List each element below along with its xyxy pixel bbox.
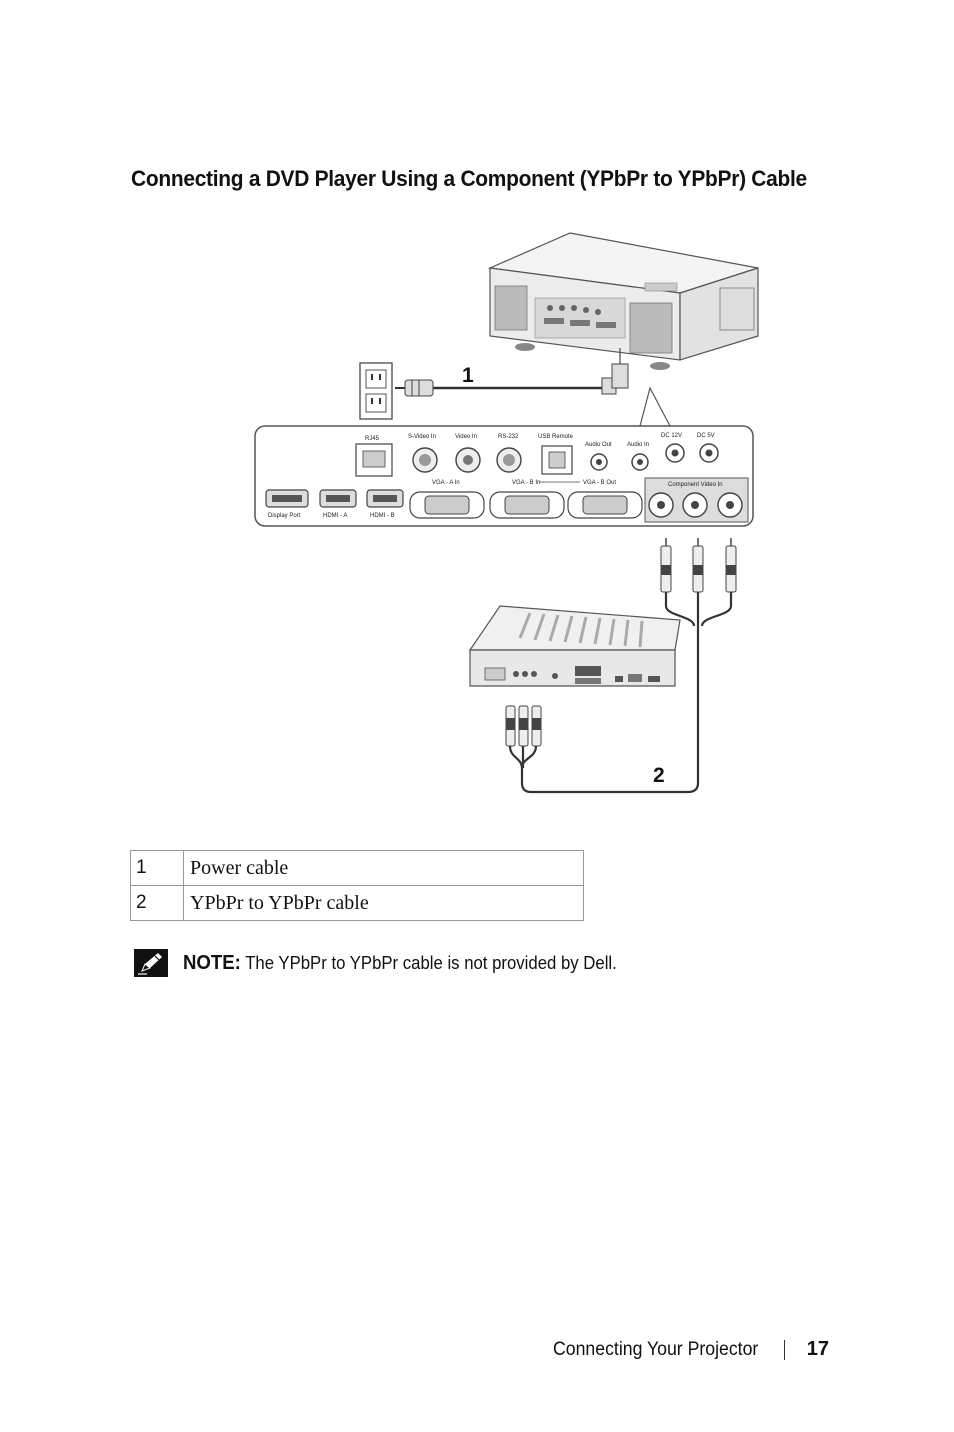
table-row: 1 Power cable	[130, 850, 584, 886]
callout-description: YPbPr to YPbPr cable	[183, 885, 584, 921]
callout-1-label: 1	[462, 364, 474, 387]
svg-text:RS-232: RS-232	[498, 434, 519, 440]
svg-text:DC 12V: DC 12V	[661, 433, 682, 439]
svg-text:Audio Out: Audio Out	[585, 442, 612, 448]
callout-number: 1	[130, 850, 184, 886]
callout-2-label: 2	[653, 764, 665, 787]
note-block: NOTE: The YPbPr to YPbPr cable is not pr…	[133, 948, 649, 978]
svg-text:Component Video In: Component Video In	[668, 482, 723, 488]
callout-description: Power cable	[183, 850, 584, 886]
callout-table: 1 Power cable 2 YPbPr to YPbPr cable	[130, 850, 584, 921]
svg-text:HDMI - A: HDMI - A	[323, 513, 347, 519]
note-text: The YPbPr to YPbPr cable is not provided…	[240, 952, 617, 973]
table-row: 2 YPbPr to YPbPr cable	[130, 885, 584, 921]
component-plugs-bottom	[505, 705, 542, 747]
svg-text:VGA - B In: VGA - B In	[512, 480, 540, 486]
svg-text:VGA - B Out: VGA - B Out	[583, 480, 616, 486]
page-footer: Connecting Your Projector 17	[553, 1338, 829, 1361]
callout-number: 2	[130, 885, 184, 921]
footer-divider	[783, 1339, 785, 1360]
svg-text:DC 5V: DC 5V	[697, 433, 715, 439]
dvd-player-illustration	[468, 605, 681, 687]
page-number: 17	[806, 1338, 830, 1360]
component-plugs-top	[660, 538, 737, 593]
svg-text:USB Remote: USB Remote	[538, 434, 574, 440]
svg-text:Display Port: Display Port	[268, 513, 301, 519]
footer-section-title: Connecting Your Projector	[553, 1338, 759, 1360]
projector-illustration	[487, 232, 759, 370]
component-cable	[508, 592, 733, 794]
svg-text:Video In: Video In	[455, 434, 477, 440]
wall-outlet	[359, 362, 393, 420]
svg-text:Audio In: Audio In	[627, 442, 649, 448]
svg-text:VGA - A In: VGA - A In	[432, 480, 460, 486]
svg-text:HDMI - B: HDMI - B	[370, 513, 395, 519]
connector-panel: RJ45 S-Video In Video In RS-232 USB Remo…	[254, 425, 754, 527]
note-label: NOTE:	[183, 951, 241, 974]
page-title: Connecting a DVD Player Using a Componen…	[131, 166, 807, 191]
power-cable	[395, 348, 629, 397]
svg-text:S-Video In: S-Video In	[408, 434, 436, 440]
pencil-note-icon	[134, 949, 168, 977]
svg-text:RJ45: RJ45	[365, 436, 380, 442]
connection-diagram: 1 RJ45 S-Video In Video In RS-232 USB Re…	[254, 232, 759, 794]
